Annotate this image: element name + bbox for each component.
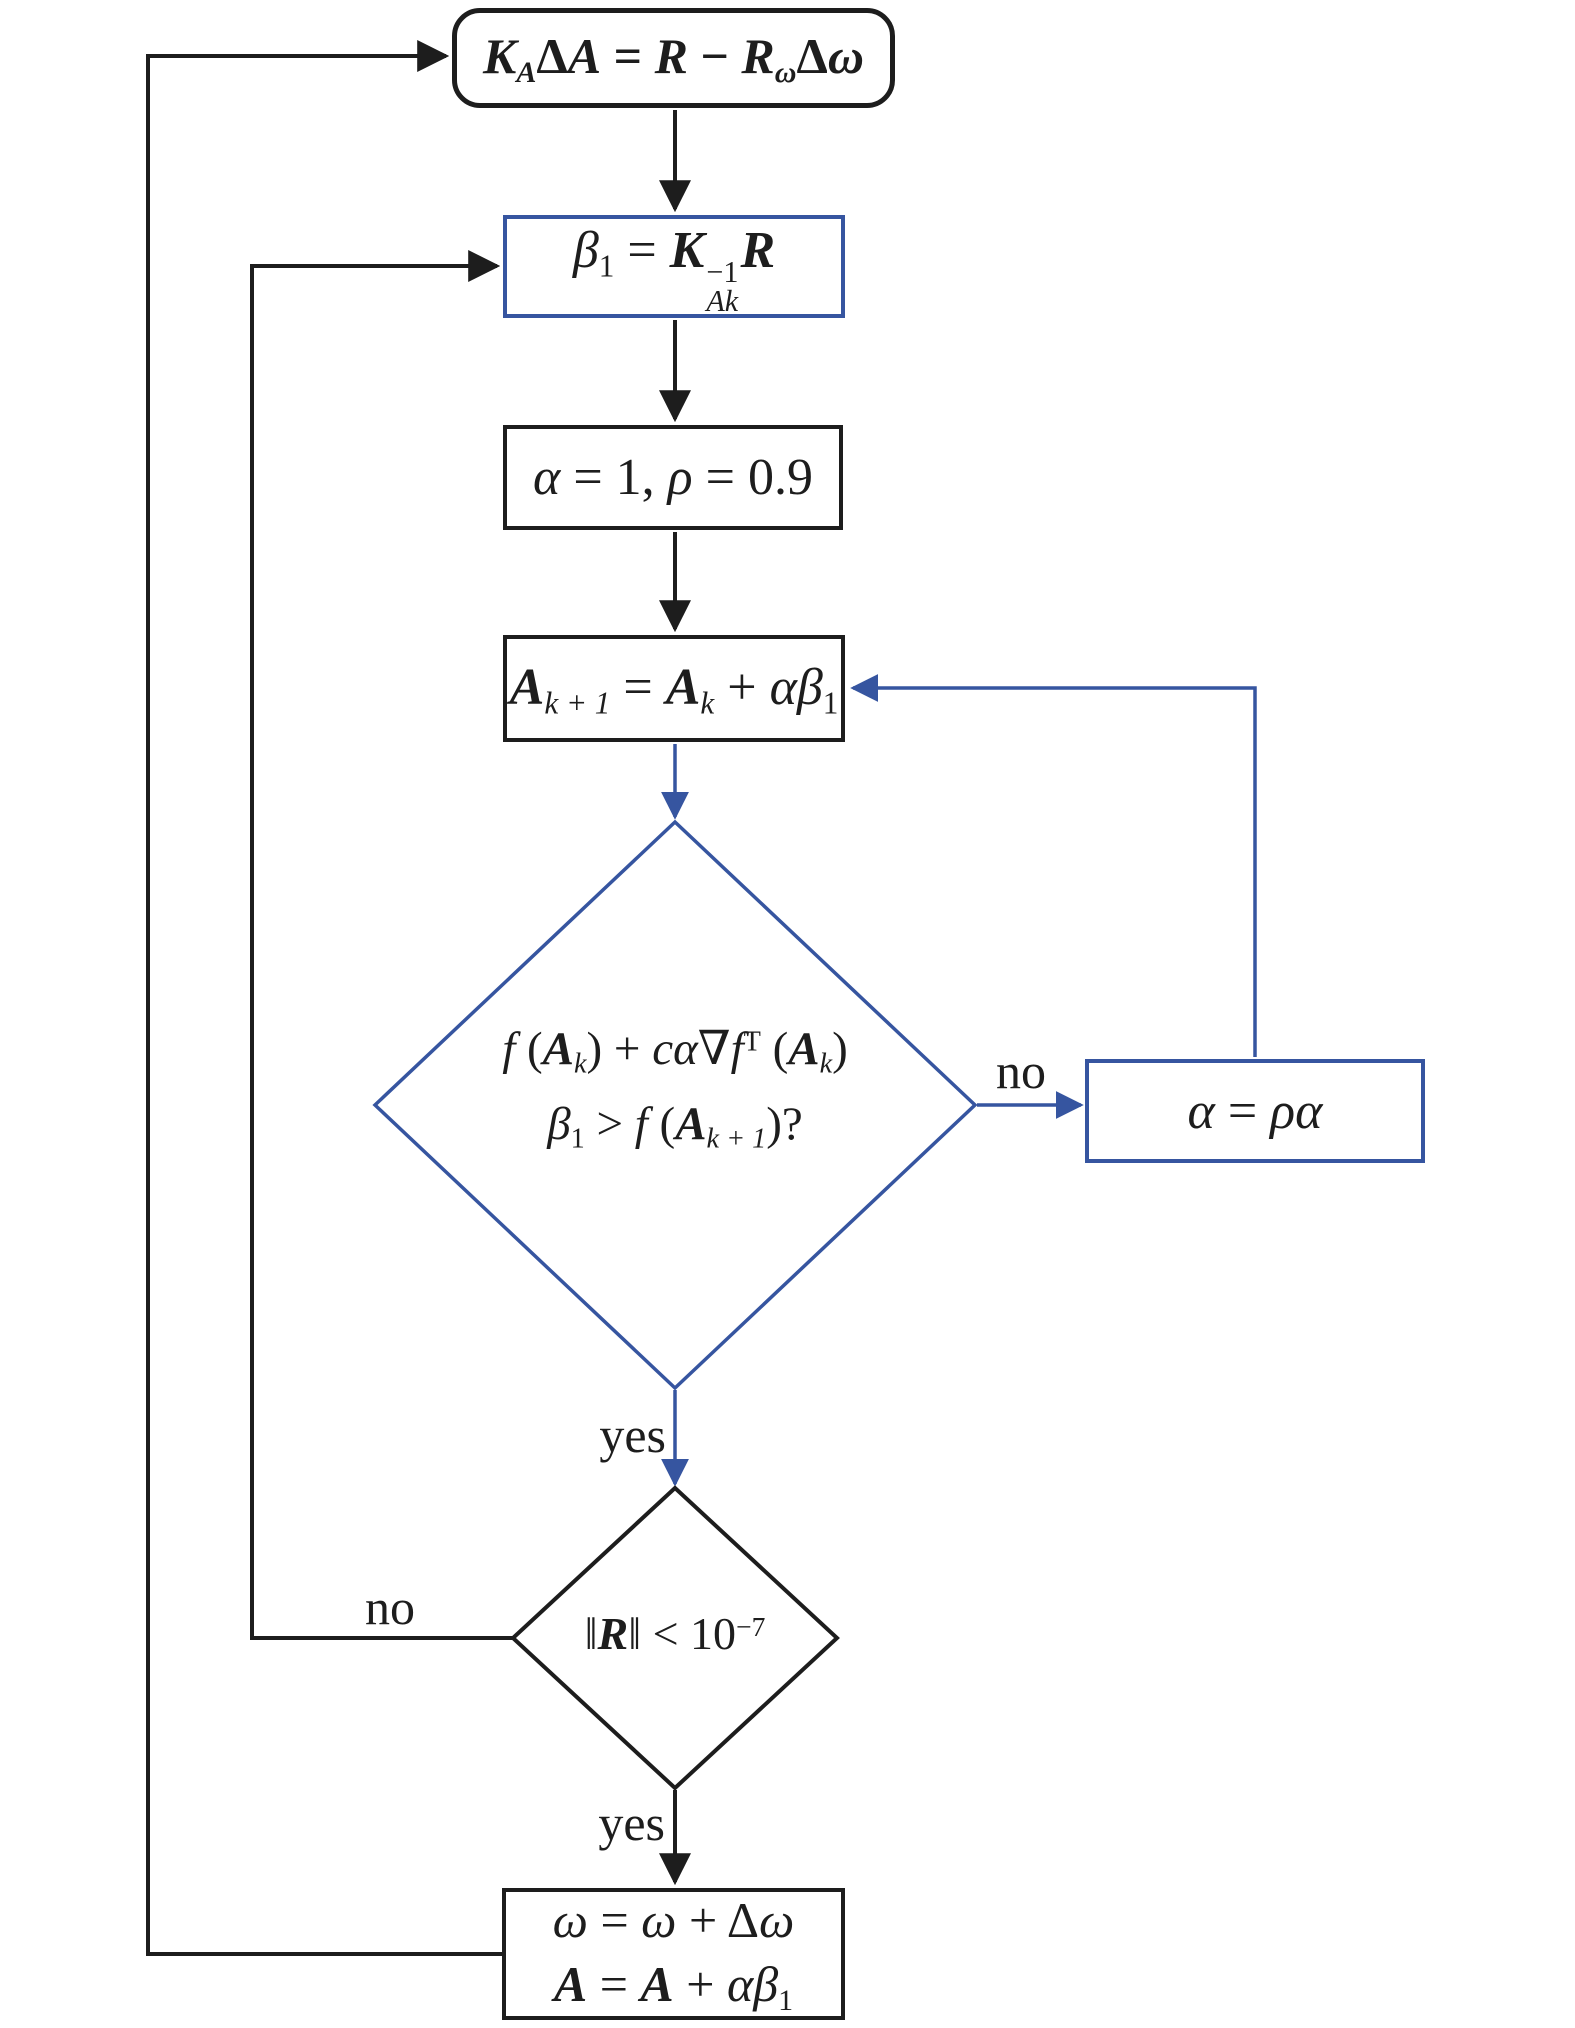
arrow-final-loop-to-solve [146,40,503,1956]
node-shrink-alpha-text: α = ρα [1187,1082,1323,1140]
node-update-step: Ak + 1 = Ak + αβ1 [503,635,845,742]
node-init-params-text: α = 1, ρ = 0.9 [533,449,813,506]
node-shrink-alpha: α = ρα [1085,1059,1425,1163]
armijo-diamond-shape [372,819,978,1391]
armijo-condition-line2: β1 > f (Ak + 1)? [547,1098,803,1155]
node-update-step-text: Ak + 1 = Ak + αβ1 [509,658,839,721]
node-final-update-line1: ω = ω + Δω [552,1891,795,1948]
converge-diamond-text: ‖R‖ < 10−7 [513,1606,837,1661]
label-armijo-no: no [996,1043,1046,1099]
arrow-shrink-loop-to-update [850,674,1257,1057]
armijo-diamond-text: f (Ak) + cα∇fT (Ak) β1 > f (Ak + 1)? [385,1012,965,1162]
label-armijo-yes: yes [599,1407,666,1463]
armijo-condition-line1: f (Ak) + cα∇fT (Ak) [502,1023,848,1080]
arrow-converge-no-to-beta [250,250,513,1640]
converge-condition: ‖R‖ < 10−7 [584,1608,766,1659]
label-converge-yes: yes [598,1795,665,1851]
node-solve-system-text: KAΔA = R − RωΔω [482,27,865,89]
node-final-update: ω = ω + Δω A = A + αβ1 [502,1888,845,2020]
node-solve-system: KAΔA = R − RωΔω [452,8,895,108]
node-init-params: α = 1, ρ = 0.9 [503,425,843,530]
label-converge-no: no [365,1579,415,1635]
node-final-update-line2: A = A + αβ1 [553,1955,794,2017]
converge-diamond-shape [510,1485,840,1791]
